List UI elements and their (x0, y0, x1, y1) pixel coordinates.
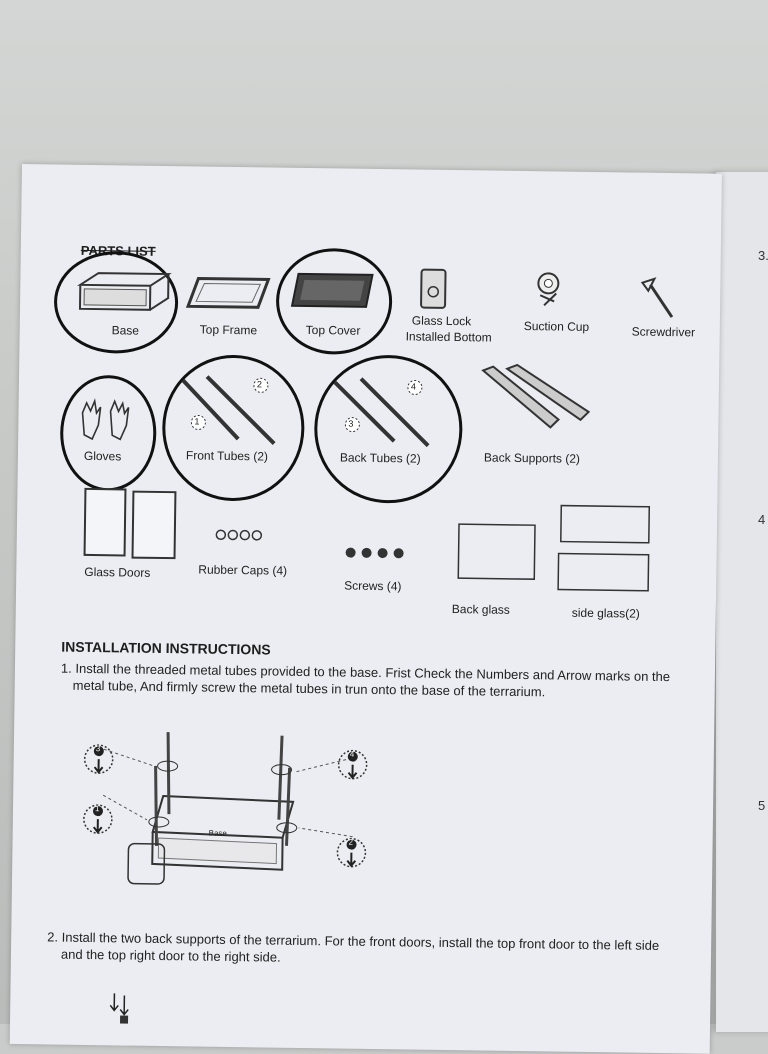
part-label-side-glass: side glass(2) (571, 605, 640, 621)
part-label-top-frame: Top Frame (199, 322, 258, 338)
marker-4-label: 4 (349, 749, 355, 759)
page-number: 5 (758, 798, 766, 813)
part-label-base: Base (111, 323, 140, 338)
part-label-glass-doors: Glass Doors (84, 564, 151, 580)
manual-page: PARTS LIST Base Top Frame Top Cover Glas… (9, 164, 722, 1054)
page-number: 4 (758, 512, 766, 527)
screws-illustration (345, 547, 404, 559)
top-frame-illustration (185, 276, 271, 309)
door-arrow-icon (109, 993, 129, 1024)
marker-3-label: 3 (95, 744, 101, 754)
part-label-screwdriver: Screwdriver (631, 324, 696, 340)
part-label-top-cover: Top Cover (305, 322, 361, 338)
tube-marker-2: 2 (256, 379, 263, 390)
marker-4-icon (337, 749, 368, 780)
instructions-title: INSTALLATION INSTRUCTIONS (61, 638, 271, 658)
part-label-rubber-caps: Rubber Caps (4) (198, 562, 288, 578)
front-tubes-illustration (181, 375, 276, 445)
marker-2-icon (336, 837, 367, 868)
part-label-suction-cup: Suction Cup (523, 319, 590, 334)
part-label-back-supports: Back Supports (2) (483, 450, 581, 466)
marker-1-label: 1 (94, 804, 100, 814)
gloves-illustration (81, 398, 130, 441)
marker-1-icon (83, 804, 113, 834)
base-assembly-diagram (102, 732, 358, 885)
diagram-base-label: Base (208, 828, 227, 838)
tube-marker-4: 4 (410, 381, 417, 392)
marker-3-icon (83, 744, 114, 774)
part-label-glass-lock-2: Installed Bottom (405, 329, 492, 345)
tube-marker-3: 3 (348, 418, 354, 429)
part-label-back-tubes: Back Tubes (2) (339, 450, 421, 466)
back-tubes-illustration (333, 377, 430, 448)
marker-2-label: 2 (348, 837, 354, 847)
back-glass-illustration (457, 523, 536, 580)
page-number: 3. (758, 248, 768, 263)
base-illustration (77, 272, 172, 311)
back-supports-illustration (481, 363, 591, 429)
part-label-front-tubes: Front Tubes (2) (185, 448, 269, 464)
rubber-caps-illustration (215, 529, 263, 541)
part-label-screws: Screws (4) (344, 578, 402, 594)
part-label-glass-lock: Glass Lock (411, 313, 472, 329)
top-cover-illustration (290, 272, 374, 308)
part-label-gloves: Gloves (83, 448, 122, 464)
suction-cup-icon (537, 272, 560, 307)
glass-doors-illustration (83, 487, 177, 560)
screwdriver-icon (640, 277, 674, 318)
side-glass-illustration (557, 504, 651, 592)
next-page: 3. 4 5 (716, 172, 768, 1032)
part-label-back-glass: Back glass (451, 602, 510, 617)
glass-lock-icon (420, 268, 447, 309)
tube-marker-1: 1 (194, 416, 200, 427)
